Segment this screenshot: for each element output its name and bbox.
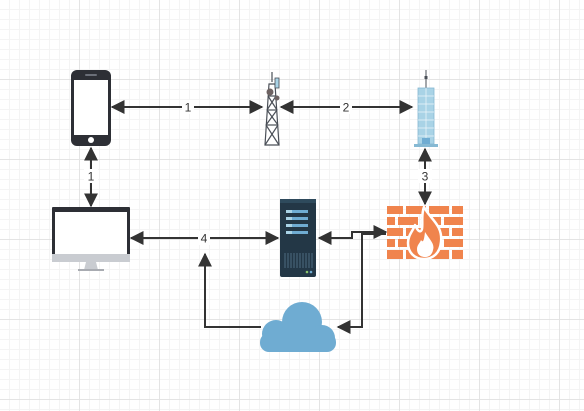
edge-monitor-server[interactable]: 4	[129, 231, 280, 246]
edge-firewall-cloud[interactable]	[336, 233, 386, 334]
cell-tower-icon[interactable]	[264, 72, 280, 146]
office-building-icon[interactable]	[414, 70, 438, 147]
edge-building-firewall[interactable]: 3	[418, 147, 432, 206]
edge-tower-building[interactable]: 2	[279, 100, 414, 115]
edge-label-monitor-server: 4	[201, 232, 208, 246]
edge-cloud-monitor[interactable]	[198, 252, 261, 328]
edge-label-phone-tower: 1	[185, 101, 192, 115]
firewall-icon[interactable]	[387, 205, 463, 261]
desktop-monitor-icon[interactable]	[52, 207, 130, 271]
server-icon[interactable]	[280, 199, 316, 277]
connections: 1 2 1 3 4	[84, 100, 432, 334]
edge-phone-monitor[interactable]: 1	[84, 146, 98, 208]
edge-phone-tower[interactable]: 1	[110, 100, 264, 115]
edge-firewall-server[interactable]	[317, 225, 388, 245]
cloud-icon[interactable]	[260, 302, 336, 352]
edge-label-building-firewall: 3	[422, 170, 429, 184]
edge-label-phone-monitor: 1	[88, 170, 95, 184]
edge-label-tower-building: 2	[343, 101, 350, 115]
smartphone-icon[interactable]	[71, 70, 111, 146]
